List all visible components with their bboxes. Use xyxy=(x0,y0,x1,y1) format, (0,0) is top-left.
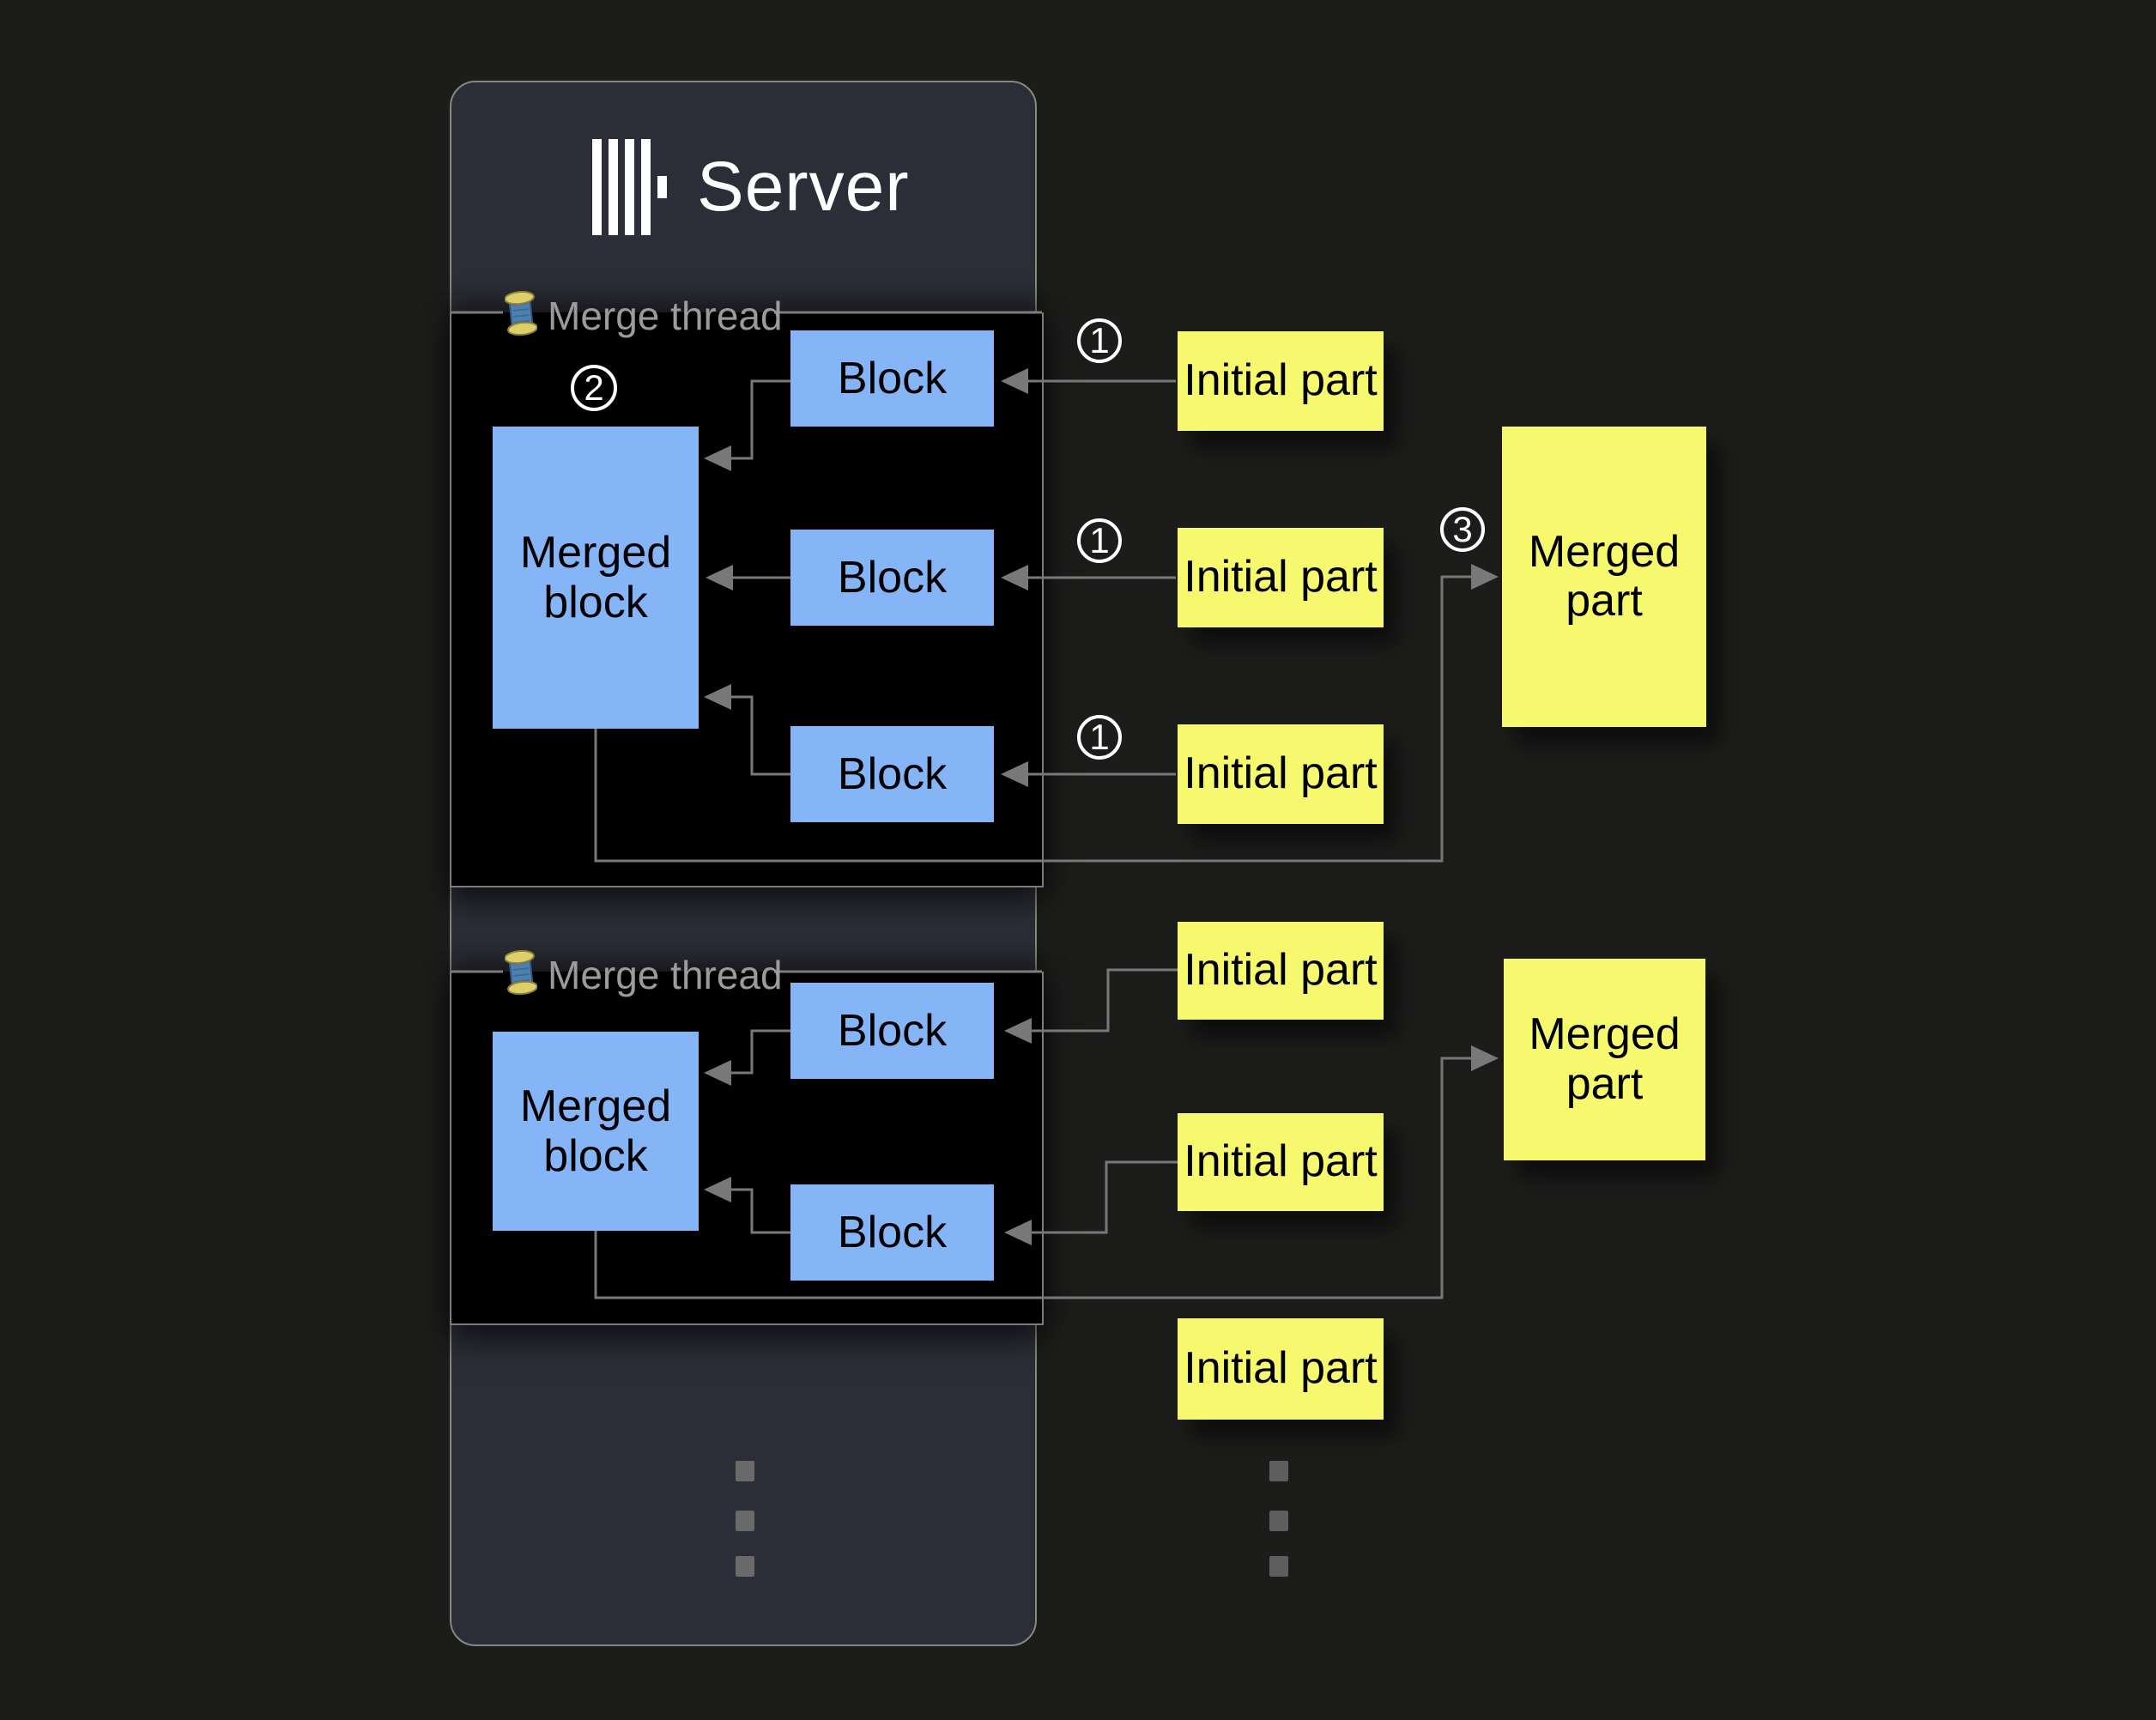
thread-spool-icon xyxy=(504,949,538,1000)
block: Block xyxy=(790,530,994,626)
initial-part: Initial part xyxy=(1178,528,1384,627)
initial-part: Initial part xyxy=(1178,1318,1384,1420)
server-header: Server xyxy=(592,139,910,235)
merge-thread-legend-2: Merge thread xyxy=(504,949,783,1000)
merged-block: Merged block xyxy=(493,1032,699,1231)
block: Block xyxy=(790,1184,994,1281)
merged-part: Merged part xyxy=(1502,427,1706,727)
ellipsis-dot xyxy=(1269,1461,1288,1481)
ellipsis-dot xyxy=(736,1461,754,1481)
clickhouse-logo-icon xyxy=(592,139,668,235)
server-title: Server xyxy=(697,148,910,226)
merge-thread-legend-1: Merge thread xyxy=(504,290,783,341)
initial-part: Initial part xyxy=(1178,1113,1384,1211)
initial-part: Initial part xyxy=(1178,922,1384,1020)
step-badge-1: 1 xyxy=(1077,715,1122,760)
block: Block xyxy=(790,726,994,822)
ellipsis-dot xyxy=(736,1511,754,1531)
initial-part: Initial part xyxy=(1178,331,1384,431)
block: Block xyxy=(790,330,994,427)
merge-thread-label: Merge thread xyxy=(548,293,783,338)
merge-thread-label: Merge thread xyxy=(548,952,783,997)
ellipsis-dot xyxy=(1269,1511,1288,1531)
ellipsis-dot xyxy=(736,1556,754,1577)
step-badge-2: 2 xyxy=(571,365,617,411)
block: Block xyxy=(790,983,994,1079)
merged-block: Merged block xyxy=(493,427,699,729)
merged-part: Merged part xyxy=(1504,959,1705,1160)
step-badge-1: 1 xyxy=(1077,318,1122,363)
ellipsis-dot xyxy=(1269,1556,1288,1577)
initial-part: Initial part xyxy=(1178,724,1384,824)
step-badge-3: 3 xyxy=(1440,507,1485,552)
step-badge-1: 1 xyxy=(1077,518,1122,563)
thread-spool-icon xyxy=(504,290,538,341)
